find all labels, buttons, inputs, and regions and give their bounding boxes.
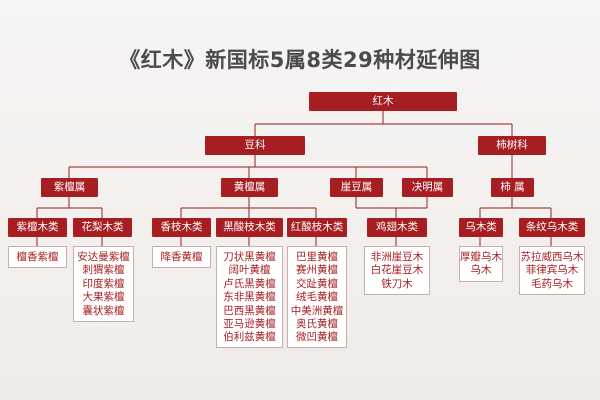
genus-node-pterocarpus: 紫檀属: [41, 178, 98, 197]
category-node-huali: 花梨木类: [73, 218, 132, 237]
genus-node-dalbergia: 黄檀属: [221, 178, 278, 197]
family-node-fabaceae: 豆科: [205, 136, 305, 155]
species-box-jichi: 非洲崖豆木 白花崖豆木 铁刀木: [364, 246, 430, 295]
species-item: 巴西黑黄檀: [223, 304, 276, 317]
species-item: 伯利兹黄檀: [223, 331, 276, 344]
root-node: 红木: [309, 92, 457, 111]
species-item: 苏拉威西乌木: [520, 251, 584, 263]
species-item: 白花崖豆木: [370, 264, 424, 277]
species-item: 檀香紫檀: [16, 251, 59, 263]
category-node-tiaowen-wumu: 条纹乌木类: [519, 218, 585, 237]
species-box-hongsuanzhi: 巴里黄檀 赛州黄檀 交趾黄檀 绒毛黄檀 中美洲黄檀 奥氏黄檀 微凹黄檀: [287, 246, 347, 348]
genus-node-diospyros: 柿 属: [491, 178, 534, 197]
species-item: 微凹黄檀: [296, 331, 338, 344]
genus-node-millettia: 崖豆属: [330, 178, 383, 197]
species-box-xiangzhi: 降香黄檀: [152, 246, 211, 268]
species-item: 东非黑黄檀: [223, 291, 276, 304]
species-box-zitan: 檀香紫檀: [8, 246, 67, 268]
diagram-title: 《红木》新国标5属8类29种材延伸图: [119, 48, 481, 72]
category-node-heisuanzhi: 黑酸枝木类: [216, 218, 283, 237]
species-item: 降香黄檀: [160, 251, 203, 263]
species-item: 交趾黄檀: [296, 277, 338, 290]
species-item: 囊状紫檀: [82, 304, 125, 317]
species-item: 非洲崖豆木: [370, 251, 424, 263]
species-box-tiaowen-wumu: 苏拉威西乌木 菲律宾乌木 毛药乌木: [519, 246, 585, 295]
species-item: 菲律宾乌木: [525, 264, 579, 277]
species-item: 铁刀木: [381, 277, 413, 290]
category-node-wumu: 乌木类: [459, 218, 503, 237]
category-node-zitan: 紫檀木类: [8, 218, 67, 237]
species-item: 刺猬紫檀: [82, 264, 125, 277]
genus-node-cassia: 决明属: [402, 178, 453, 197]
species-box-heisuanzhi: 刀状黑黄檀 阔叶黄檀 卢氏黑黄檀 东非黑黄檀 巴西黑黄檀 亚马逊黄檀 伯利兹黄檀: [216, 246, 283, 348]
species-item: 绒毛黄檀: [296, 291, 338, 304]
species-item: 亚马逊黄檀: [223, 318, 276, 331]
species-item: 卢氏黑黄檀: [223, 277, 276, 290]
species-item: 中美洲黄檀: [290, 304, 344, 317]
species-item: 赛州黄檀: [296, 264, 338, 277]
species-item: 奥氏黄檀: [296, 318, 338, 331]
species-item: 乌木: [470, 264, 492, 277]
species-box-wumu: 厚瓣乌木 乌木: [459, 246, 503, 282]
species-item: 刀状黑黄檀: [223, 251, 276, 263]
species-item: 阔叶黄檀: [228, 264, 271, 277]
category-node-xiangzhi: 香枝木类: [152, 218, 211, 237]
species-item: 毛药乌木: [531, 277, 573, 290]
species-item: 印度紫檀: [82, 277, 125, 290]
family-node-ebenaceae: 柿树科: [478, 136, 546, 155]
species-item: 厚瓣乌木: [460, 251, 502, 263]
species-item: 巴里黄檀: [296, 251, 338, 263]
category-node-hongsuanzhi: 红酸枝木类: [287, 218, 347, 237]
category-node-jichi: 鸡翅木类: [367, 218, 427, 237]
species-item: 大果紫檀: [82, 291, 125, 304]
species-box-huali: 安达曼紫檀 刺猬紫檀 印度紫檀 大果紫檀 囊状紫檀: [73, 246, 134, 322]
species-item: 安达曼紫檀: [77, 251, 130, 263]
